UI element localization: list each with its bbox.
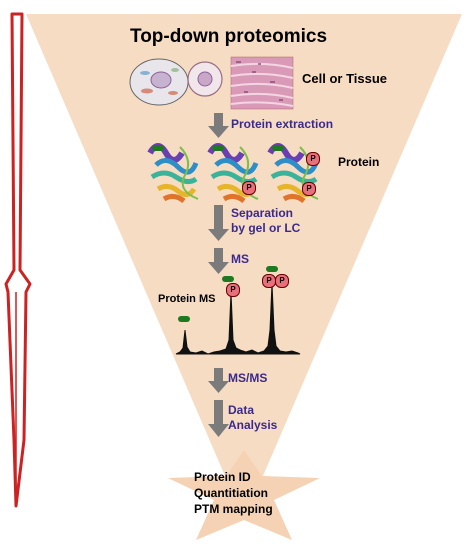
- sample-label: Cell or Tissue: [302, 71, 388, 86]
- red-needle-icon: [4, 12, 32, 508]
- diagram-title: Top-down proteomics: [130, 26, 328, 47]
- mass-spectrum-trace: [175, 282, 301, 355]
- step-separation-line1: Separation: [231, 206, 294, 220]
- phospho-marker-peak-3b: P: [275, 274, 289, 288]
- arrow-msms-icon: [208, 368, 229, 393]
- peak-tag-icon: [266, 266, 278, 272]
- arrow-separation-icon: [208, 205, 229, 241]
- protein-tag-icon: [152, 145, 164, 151]
- output-quantitation: Quantitiation: [194, 486, 268, 500]
- cell-icon: [129, 58, 189, 106]
- step-analysis-line2: Analysis: [228, 418, 278, 432]
- step-separation-line2: by gel or LC: [231, 221, 301, 235]
- peak-tag-icon: [222, 276, 234, 282]
- protein-tag-icon: [272, 145, 284, 151]
- arrow-ms-icon: [208, 248, 229, 274]
- funnel-shape: [26, 14, 462, 520]
- arrow-extraction-icon: [208, 113, 229, 138]
- protein-ms-label: Protein MS: [158, 293, 216, 305]
- arrow-analysis-icon: [208, 400, 229, 437]
- output-protein-id: Protein ID: [194, 470, 251, 484]
- phospho-marker-peak-3a: P: [262, 274, 276, 288]
- step-msms: MS/MS: [228, 371, 268, 385]
- round-cell-icon: [187, 61, 223, 97]
- step-extraction: Protein extraction: [231, 117, 334, 131]
- output-ptm-mapping: PTM mapping: [194, 502, 273, 516]
- tissue-icon: [230, 56, 294, 110]
- step-analysis-line1: Data: [228, 403, 255, 417]
- protein-label: Protein: [338, 155, 380, 169]
- step-ms: MS: [231, 252, 249, 266]
- phospho-marker-protein-2: P: [242, 181, 256, 195]
- phospho-marker-peak-2: P: [226, 283, 240, 297]
- phospho-marker-protein-3b: P: [302, 182, 316, 196]
- protein-tag-icon: [212, 145, 224, 151]
- peak-tag-icon: [178, 316, 190, 322]
- output-star: [168, 450, 320, 540]
- phospho-marker-protein-3a: P: [306, 152, 320, 166]
